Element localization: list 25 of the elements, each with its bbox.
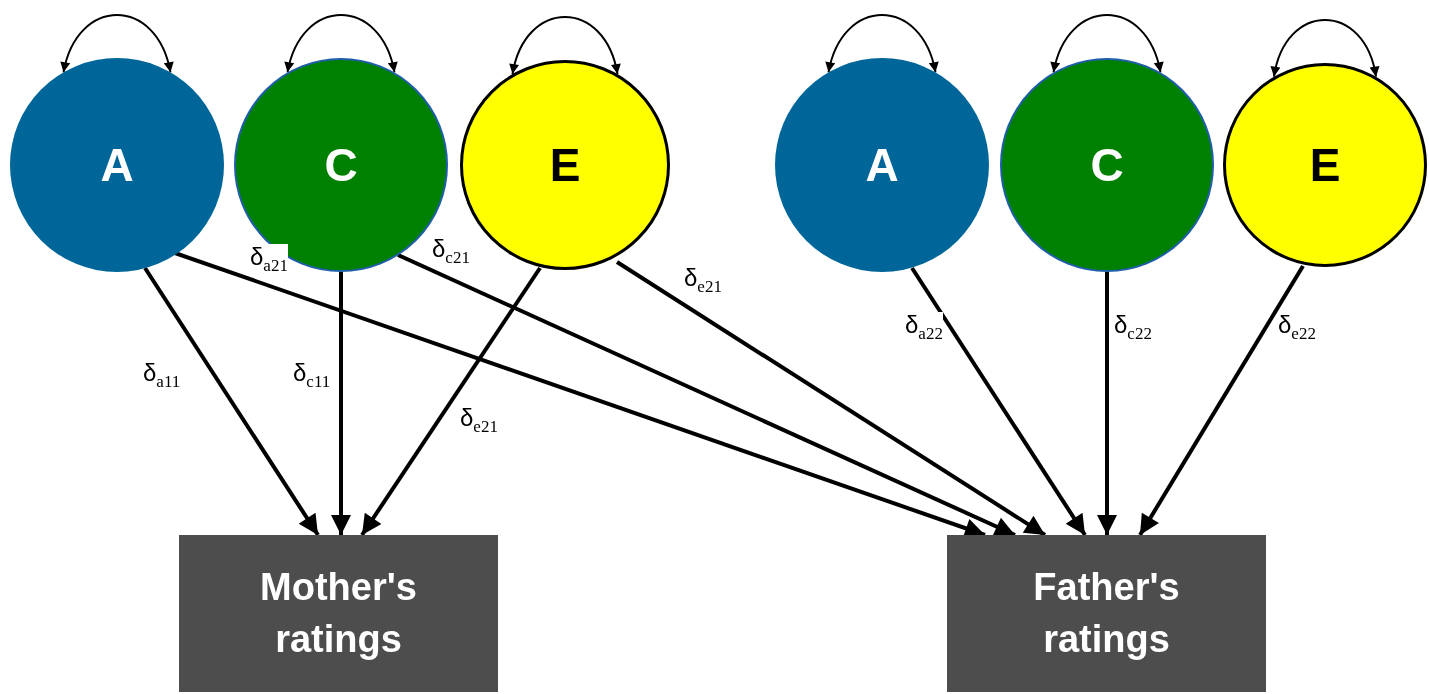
arrow: [143, 266, 320, 537]
box-label: Father's ratings: [1032, 565, 1181, 662]
double-headed-arrow: [826, 14, 938, 74]
arrow: [910, 266, 1087, 537]
arrow: [174, 251, 986, 538]
arrow: [1097, 272, 1117, 535]
factor-label: C: [324, 142, 358, 188]
factor-label: C: [1090, 142, 1124, 188]
double-headed-arrow: [510, 16, 620, 76]
arrow: [360, 266, 542, 537]
arrow: [397, 253, 1016, 537]
observed-variable-box: [947, 535, 1266, 692]
factor-label: A: [100, 142, 134, 188]
double-headed-arrow: [1271, 18, 1379, 78]
arrow: [615, 260, 1047, 537]
double-headed-arrow: [61, 14, 173, 74]
double-headed-arrow: [285, 14, 397, 74]
observed-variable-box: [179, 535, 498, 692]
double-headed-arrow: [1051, 14, 1163, 74]
box-label: Mother's ratings: [259, 565, 418, 662]
factor-label: A: [865, 142, 899, 188]
arrow: [331, 272, 351, 535]
arrow: [1138, 264, 1305, 537]
factor-label: E: [549, 142, 581, 188]
factor-label: E: [1309, 142, 1341, 188]
